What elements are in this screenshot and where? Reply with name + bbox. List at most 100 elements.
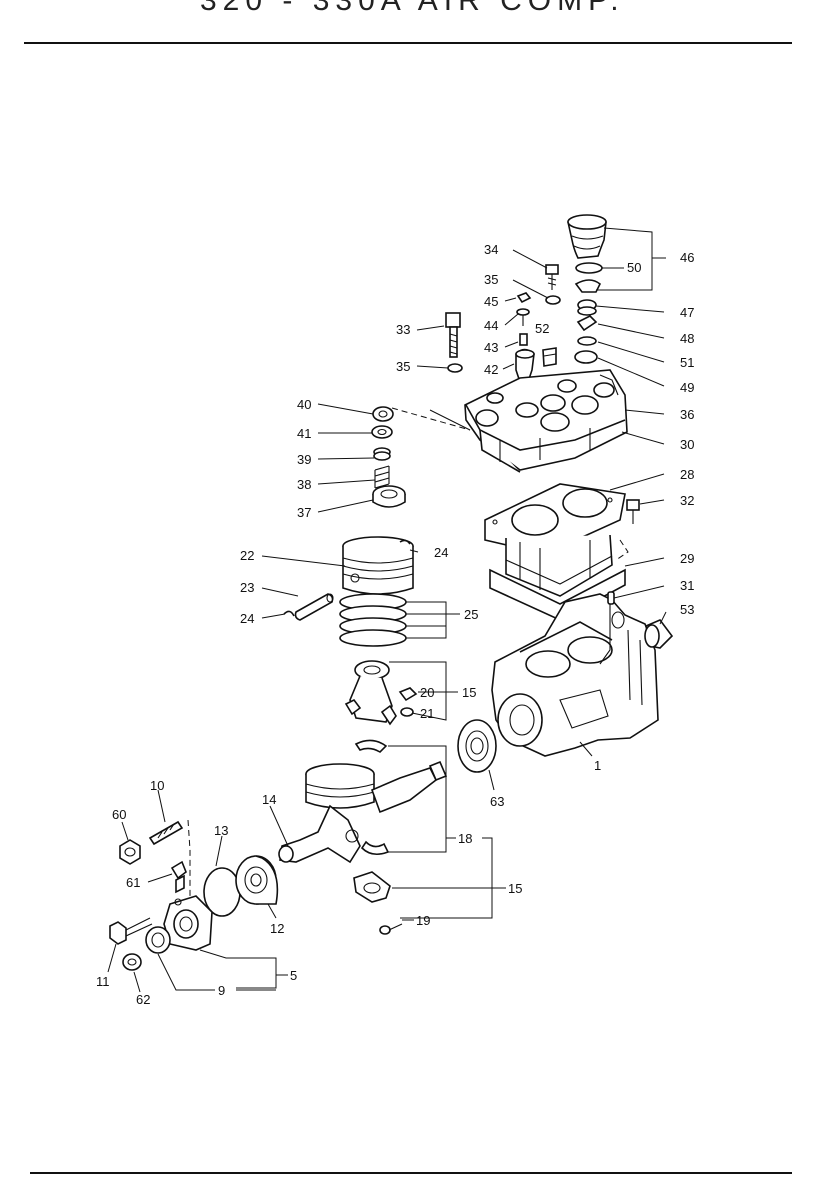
part-22-piston <box>342 536 414 595</box>
callout-40: 40 <box>297 397 311 412</box>
callout-21: 21 <box>420 706 434 721</box>
callout-44: 44 <box>484 318 498 333</box>
callout-13: 13 <box>214 823 228 838</box>
callout-25: 25 <box>464 607 478 622</box>
part-63-bearing <box>457 719 497 773</box>
callout-29: 29 <box>680 551 694 566</box>
callout-53: 53 <box>680 602 694 617</box>
part-33-long-bolt <box>445 312 461 358</box>
part-15-rod-cap <box>353 871 391 903</box>
part-18-bearing-shell-lower <box>360 840 390 856</box>
callout-22: 22 <box>240 548 254 563</box>
part-32-bolt <box>626 499 640 524</box>
callout-15: 15 <box>508 881 522 896</box>
callout-24: 24 <box>240 611 254 626</box>
part-20-nut <box>398 687 418 702</box>
callout-35: 35 <box>484 272 498 287</box>
part-1-crankcase <box>491 593 659 757</box>
part-18-bearing-shell-upper <box>354 739 388 754</box>
callout-20: 20 <box>420 685 434 700</box>
part-43-spring <box>519 333 528 346</box>
callout-50: 50 <box>627 260 641 275</box>
part-62-bushing <box>122 953 142 971</box>
callout-28: 28 <box>680 467 694 482</box>
callout-37: 37 <box>297 505 311 520</box>
assembly-line-block <box>615 539 629 561</box>
part-44-screw <box>516 308 530 326</box>
part-41-washer <box>371 425 393 439</box>
callout-49: 49 <box>680 380 694 395</box>
callout-45: 45 <box>484 294 498 309</box>
part-25-piston-rings <box>339 593 407 647</box>
callout-23: 23 <box>240 580 254 595</box>
callout-36: 36 <box>680 407 694 422</box>
callout-15: 15 <box>462 685 476 700</box>
callout-14: 14 <box>262 792 276 807</box>
part-9-oil-seal <box>145 926 171 954</box>
callout-labels: 46 50 34 35 47 45 44 52 48 33 43 51 42 4… <box>96 242 694 1007</box>
part-10-stud <box>148 820 184 846</box>
part-12-bearing <box>235 855 279 905</box>
callout-10: 10 <box>150 778 164 793</box>
part-23-piston-pin <box>294 593 334 621</box>
part-49-gasket <box>574 350 598 364</box>
callout-41: 41 <box>297 426 311 441</box>
callout-43: 43 <box>484 340 498 355</box>
callout-34: 34 <box>484 242 498 257</box>
part-51-o-ring <box>577 336 597 346</box>
callout-19: 19 <box>416 913 430 928</box>
callout-63: 63 <box>490 794 504 809</box>
callout-1: 1 <box>594 758 601 773</box>
callout-52: 52 <box>535 321 549 336</box>
part-46-unloader-cap <box>567 214 607 259</box>
bottom-rule <box>30 1172 792 1174</box>
callout-38: 38 <box>297 477 311 492</box>
part-31-pin <box>607 591 615 605</box>
page-header-title: 320 - 330A AIR COMP. <box>200 0 625 17</box>
part-52-valve-cap <box>542 347 557 367</box>
callout-32: 32 <box>680 493 694 508</box>
callout-12: 12 <box>270 921 284 936</box>
part-60-nut <box>119 839 141 865</box>
callout-47: 47 <box>680 305 694 320</box>
part-14-crankshaft-assembly <box>278 760 448 864</box>
part-47-spring-seat <box>577 299 597 316</box>
part-48-valve <box>576 315 598 332</box>
assembly-line-stud <box>187 819 191 900</box>
callout-42: 42 <box>484 362 498 377</box>
assembly-line-valve <box>391 407 471 431</box>
part-45-nut <box>516 292 532 304</box>
leader-lines <box>107 227 667 993</box>
callout-18: 18 <box>458 831 472 846</box>
part-19-cap-bolt <box>379 923 403 935</box>
part-24-circlip-upper <box>399 539 411 545</box>
callout-11: 11 <box>96 974 110 989</box>
part-61-grease-fitting <box>170 860 187 894</box>
callout-48: 48 <box>680 331 694 346</box>
callout-35: 35 <box>396 359 410 374</box>
callout-46: 46 <box>680 250 694 265</box>
part-30-cylinder-head <box>464 369 628 473</box>
callout-9: 9 <box>218 983 225 998</box>
callout-61: 61 <box>126 875 140 890</box>
part-5-bearing-cover <box>163 895 213 951</box>
callout-31: 31 <box>680 578 694 593</box>
part-38-spring <box>374 465 390 489</box>
callout-5: 5 <box>290 968 297 983</box>
part-46-valve-tip <box>574 279 602 293</box>
callout-39: 39 <box>297 452 311 467</box>
part-21-washer <box>400 707 414 717</box>
part-35-washer-lower <box>447 363 463 373</box>
part-15-connecting-rod <box>344 660 397 726</box>
part-53-bushing <box>644 619 674 649</box>
part-50-o-ring <box>575 262 603 274</box>
callout-30: 30 <box>680 437 694 452</box>
part-24-circlip-lower <box>283 610 295 617</box>
top-rule <box>24 42 792 44</box>
part-35-washer-upper <box>545 295 561 305</box>
part-37-valve-seat <box>372 485 406 508</box>
callout-24: 24 <box>434 545 448 560</box>
callout-51: 51 <box>680 355 694 370</box>
part-11-bolt <box>109 917 153 945</box>
